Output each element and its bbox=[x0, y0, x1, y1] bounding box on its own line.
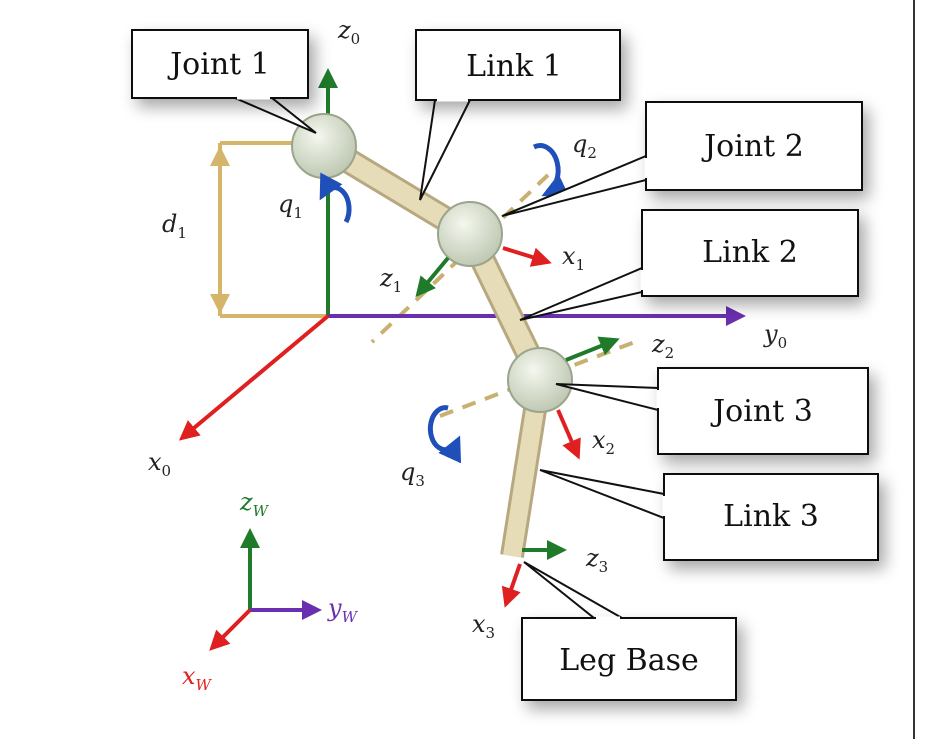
x2-label: x2 bbox=[592, 426, 615, 458]
callout-leaders bbox=[234, 97, 665, 619]
q1-label: q1 bbox=[278, 190, 303, 222]
z2-label: z2 bbox=[651, 330, 674, 362]
q3-label: q3 bbox=[400, 458, 425, 490]
callout-boxes bbox=[131, 29, 879, 701]
link3-box bbox=[663, 473, 879, 561]
z2-axis bbox=[565, 336, 620, 362]
x3-axis bbox=[501, 563, 522, 608]
d1-label: d1 bbox=[162, 210, 187, 242]
links bbox=[311, 133, 553, 558]
joint3-box bbox=[657, 367, 869, 455]
x0-label: x0 bbox=[148, 448, 171, 480]
leader-joins bbox=[237, 96, 666, 620]
link1-leader bbox=[419, 99, 472, 201]
joint3 bbox=[507, 347, 573, 413]
joints bbox=[291, 113, 573, 413]
joint2-label: Joint 2 bbox=[701, 129, 804, 164]
z1-axis bbox=[415, 256, 450, 298]
rotation-arrows bbox=[319, 143, 570, 464]
joint2 bbox=[437, 201, 503, 267]
link1-box bbox=[415, 29, 621, 101]
q1-rotation bbox=[319, 172, 352, 224]
y0-label: y0 bbox=[763, 320, 787, 352]
joint-frame-arrows bbox=[415, 246, 620, 608]
joint3-label: Joint 3 bbox=[710, 394, 813, 429]
q2-rotation bbox=[532, 143, 570, 197]
q2-label: q2 bbox=[572, 130, 597, 162]
axis-labels: z0 y0 x0 z1 x1 z2 x2 z3 x3 q1 q2 q3 d1 z… bbox=[148, 16, 787, 694]
link2-label: Link 2 bbox=[702, 235, 798, 270]
world-frame bbox=[209, 528, 322, 651]
x1-label: x1 bbox=[562, 242, 585, 274]
joint2-leader bbox=[501, 154, 647, 217]
link2-leader bbox=[519, 266, 643, 321]
link3-leader bbox=[539, 469, 665, 520]
yw-label: yW bbox=[327, 594, 359, 626]
xw-axis bbox=[209, 608, 252, 651]
x1-axis bbox=[502, 246, 552, 267]
link2-box bbox=[641, 209, 859, 297]
x0-axis bbox=[178, 314, 330, 441]
z1-label: z1 bbox=[379, 264, 402, 296]
x2-axis bbox=[556, 409, 581, 460]
callout-texts: Joint 1 Link 1 Joint 2 Link 2 Joint 3 Li… bbox=[167, 47, 819, 678]
joint1-leader bbox=[234, 97, 317, 134]
link3-label: Link 3 bbox=[723, 499, 819, 534]
z0-label: z0 bbox=[337, 16, 360, 48]
x3-label: x3 bbox=[472, 610, 495, 642]
joint1-box bbox=[131, 29, 309, 99]
z3-label: z3 bbox=[585, 544, 608, 576]
link1-label: Link 1 bbox=[466, 49, 562, 84]
q3-rotation bbox=[427, 405, 462, 464]
legbase-box bbox=[521, 617, 737, 701]
joint3-leader bbox=[555, 383, 659, 412]
joint2-box bbox=[645, 101, 863, 191]
xw-label: xW bbox=[182, 662, 213, 694]
legbase-label: Leg Base bbox=[559, 643, 699, 678]
zw-label: zW bbox=[239, 488, 270, 520]
joint1-label: Joint 1 bbox=[167, 47, 270, 82]
